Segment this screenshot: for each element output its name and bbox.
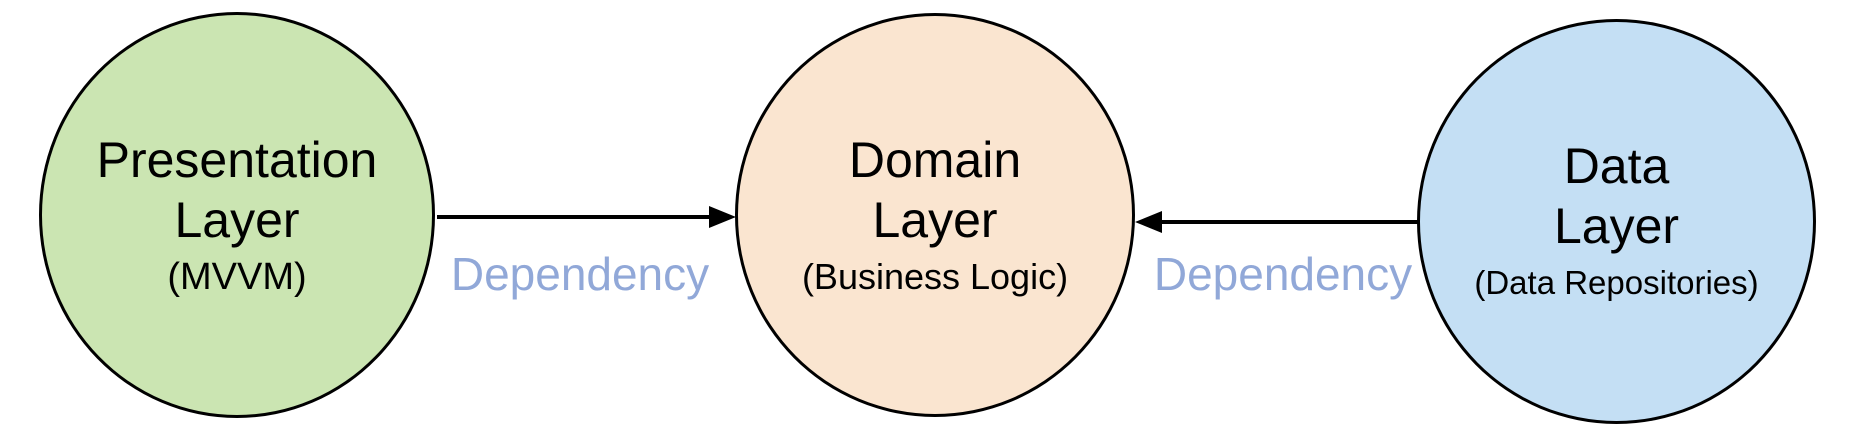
data-layer-title-line2: Layer [1553,198,1680,254]
node-data-layer: Data Layer (Data Repositories) [1417,19,1816,424]
domain-layer-title-line2: Layer [872,191,998,248]
arrow-right-icon [709,206,736,228]
data-layer-title-line1: Data [1563,138,1670,194]
domain-layer-subtitle: (Business Logic) [801,255,1069,297]
edge-presentation-to-domain-line [437,215,710,219]
arrow-left-icon [1135,211,1162,233]
edge-data-to-domain-label: Dependency [1153,248,1413,300]
data-layer-subtitle: (Data Repositories) [1474,264,1759,301]
domain-layer-title-line1: Domain [848,131,1022,188]
edge-presentation-to-domain-label: Dependency [450,248,710,300]
edge-data-to-domain-line [1161,220,1419,224]
node-presentation-layer: Presentation Layer (MVVM) [39,12,435,418]
presentation-layer-title-line1: Presentation [96,131,378,188]
node-domain-layer: Domain Layer (Business Logic) [735,13,1135,417]
presentation-layer-subtitle: (MVVM) [167,255,307,298]
presentation-layer-title-line2: Layer [174,191,300,248]
